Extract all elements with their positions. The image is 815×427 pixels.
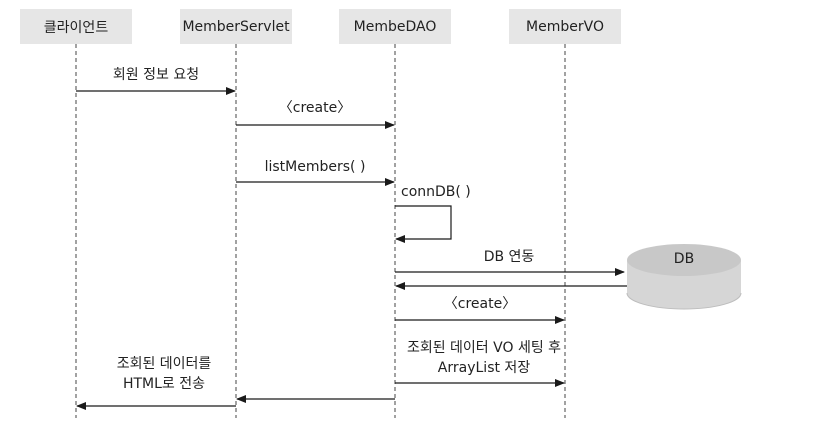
participant-vo: MemberVO — [509, 9, 621, 44]
participant-dao-label: MembeDAO — [353, 18, 437, 35]
label-create-dao: 〈create〉 — [278, 100, 352, 116]
participant-servlet-label: MemberServlet — [182, 18, 290, 35]
label-set-vo-1: 조회된 데이터 VO 세팅 후 — [406, 340, 562, 356]
database-icon — [626, 244, 742, 310]
label-list-members: listMembers( ) — [264, 159, 366, 175]
participant-client: 클라이언트 — [20, 9, 132, 44]
label-send-html-1: 조회된 데이터를 — [116, 356, 212, 372]
label-set-vo-2: ArrayList 저장 — [437, 360, 531, 376]
participant-client-label: 클라이언트 — [43, 19, 109, 36]
label-send-html-2: HTML로 전송 — [122, 376, 206, 392]
label-db-link: DB 연동 — [483, 249, 535, 265]
participant-vo-label: MemberVO — [526, 18, 604, 35]
arrow-conn-db-self — [395, 205, 452, 243]
participant-servlet: MemberServlet — [180, 9, 292, 44]
participant-dao: MembeDAO — [339, 9, 451, 44]
label-create-vo: 〈create〉 — [443, 296, 517, 312]
label-conn-db: connDB( ) — [401, 184, 471, 200]
label-request-info: 회원 정보 요청 — [112, 67, 200, 83]
database-label: DB — [673, 251, 695, 267]
